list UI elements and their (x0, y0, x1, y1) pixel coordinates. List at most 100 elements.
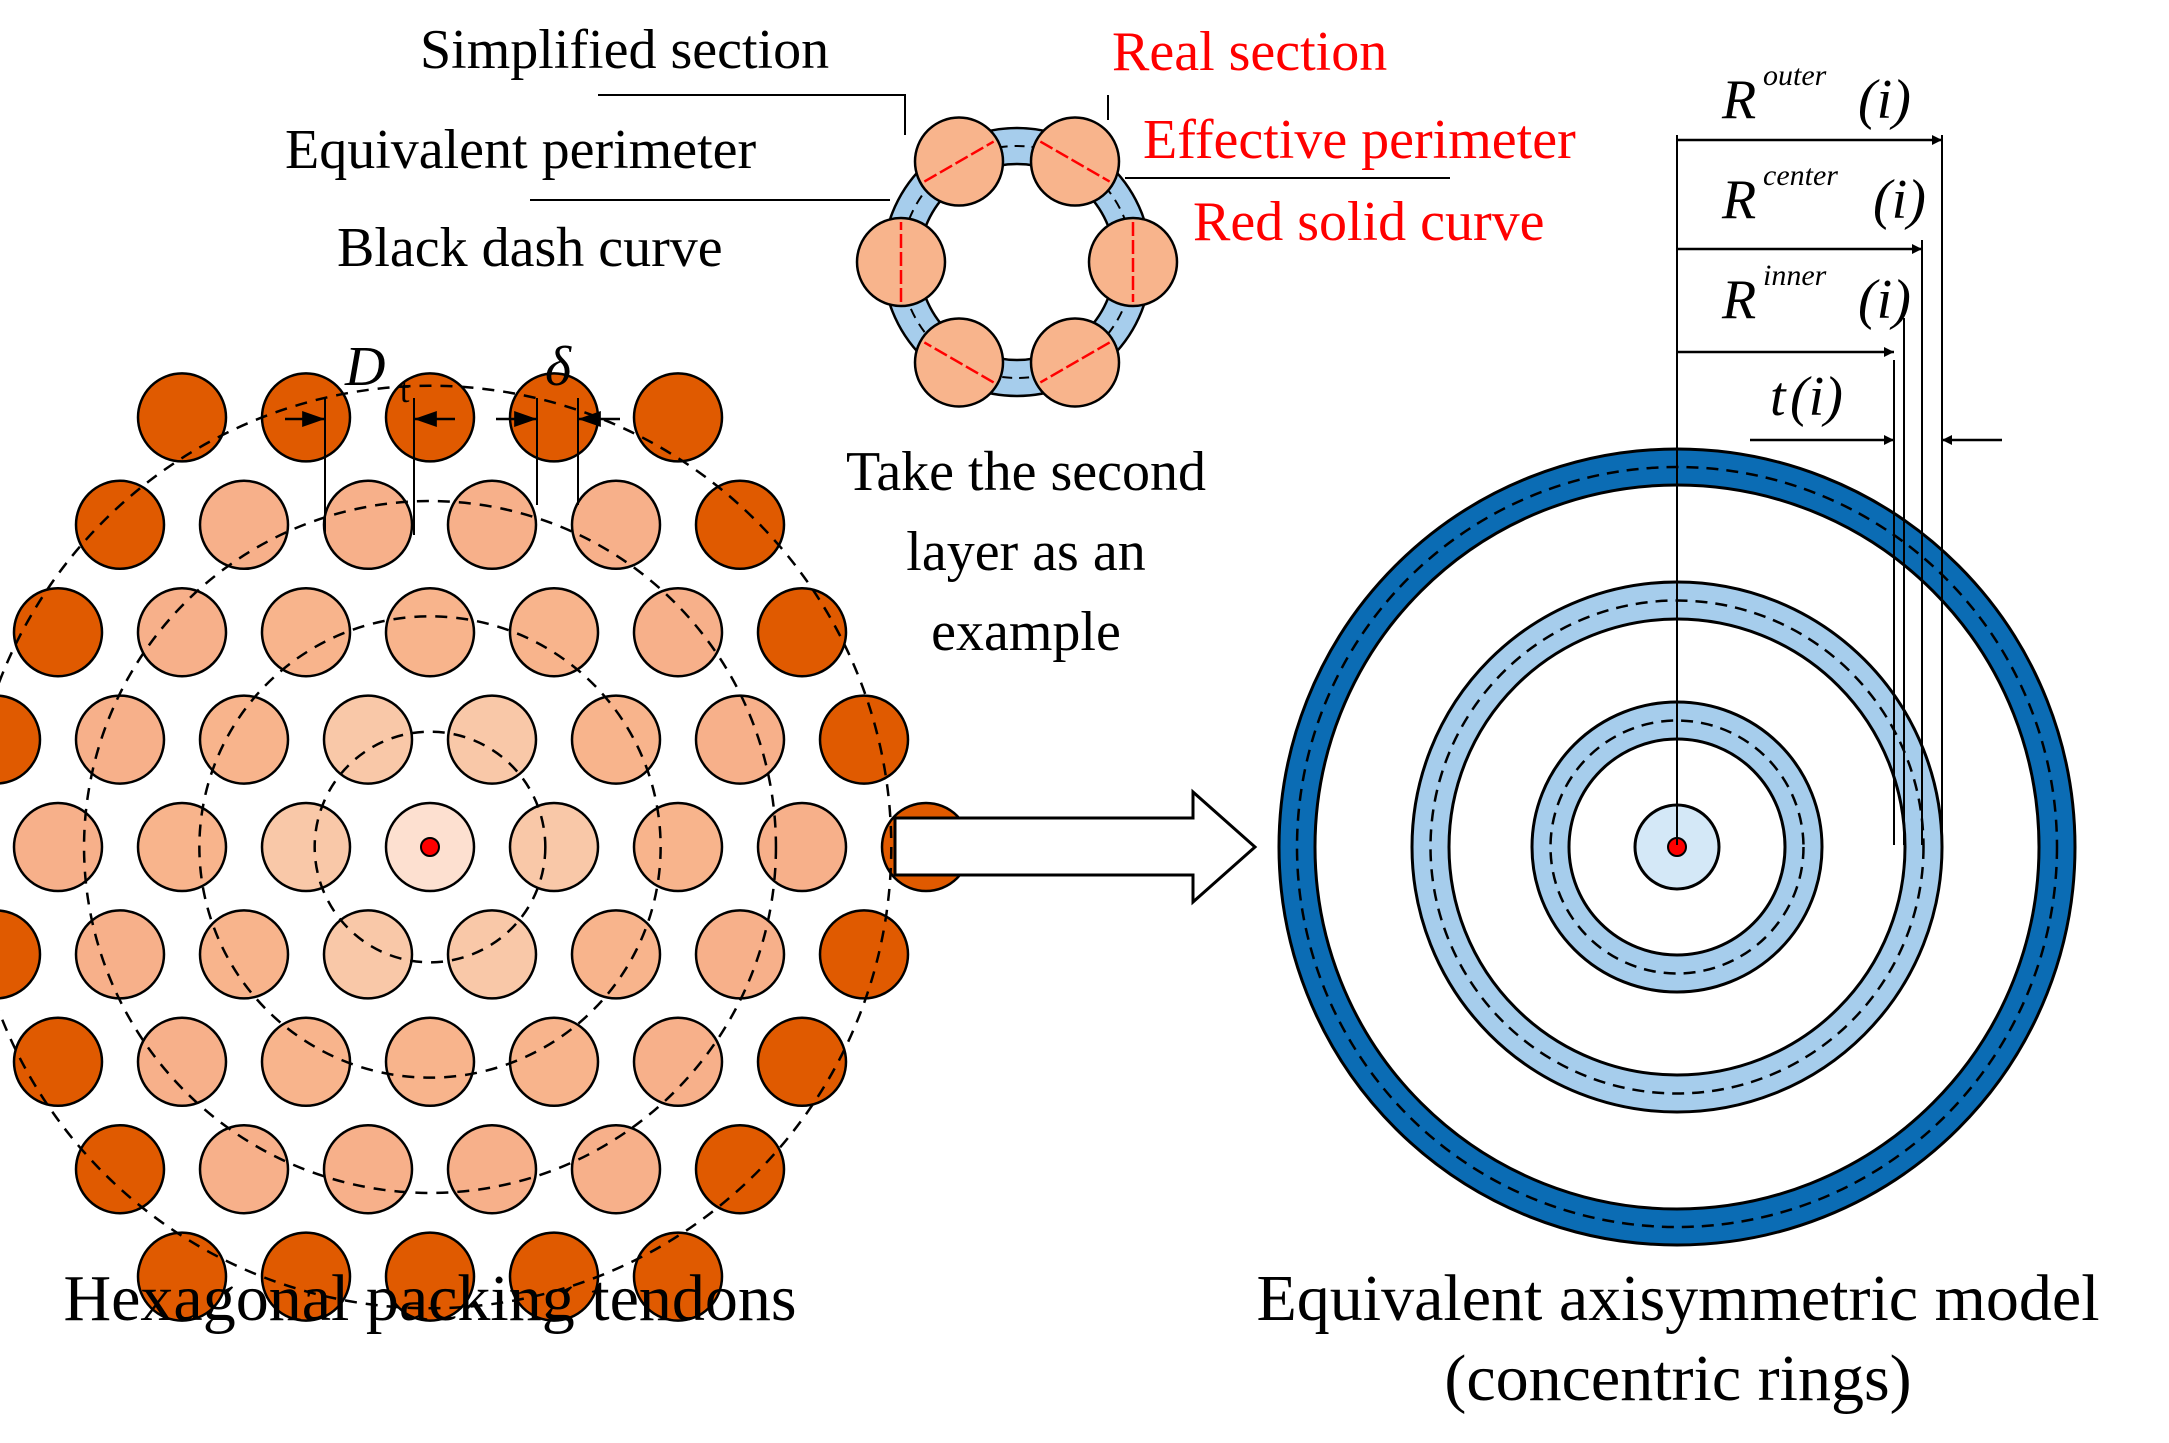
tendon-circle (260, 372, 352, 463)
example-red-curve (1039, 140, 1111, 183)
tendon-circle (136, 801, 228, 893)
tendon-circle (198, 909, 290, 1000)
layer-dash-circle (82, 499, 778, 1195)
tendon-circle (446, 1123, 538, 1215)
equivalent-perimeter-label: Equivalent perimeter (285, 119, 756, 181)
r-center-superscript: center (1763, 159, 1838, 192)
concentric-rings (1277, 447, 2077, 1247)
tendon-circle (74, 909, 166, 1000)
hexagonal-packing-group (0, 372, 972, 1322)
r-outer-symbol: R (1721, 69, 1756, 131)
ring-center-dash (1549, 719, 1805, 975)
leader-lines (530, 94, 1450, 201)
transform-arrow (893, 788, 1258, 906)
tendon-circle (0, 694, 42, 785)
tendon-circle (260, 586, 352, 678)
r-inner-index: (i) (1858, 269, 1911, 331)
tendon-circle (694, 694, 786, 785)
tendon-circle (570, 1123, 662, 1215)
tendon-circle (446, 909, 538, 1000)
example-layer (855, 116, 1179, 408)
effective-perimeter-label: Effective perimeter (1143, 109, 1576, 171)
take-line-3: example (931, 601, 1121, 663)
tendon-circle (694, 909, 786, 1000)
tendon-circle (384, 1231, 476, 1322)
tendon-circle (632, 586, 724, 678)
layer-dash-circle (0, 384, 893, 1310)
model-caption-line-2: (concentric rings) (1444, 1342, 1911, 1415)
layer-dash-circle (198, 615, 662, 1079)
tendon-circle (446, 694, 538, 785)
tendon-circle (322, 694, 414, 785)
tendon-circle (508, 586, 600, 678)
delta-symbol: δ (545, 336, 572, 398)
layer-dash-circle (313, 730, 547, 964)
tendon-circle (756, 801, 848, 893)
r-outer-index: (i) (1858, 69, 1911, 131)
tendon-circle (570, 479, 662, 571)
tendon-circle (12, 801, 104, 893)
tendon-circle (136, 586, 228, 678)
t-symbol: t (1770, 366, 1787, 428)
tendon-circle (632, 1016, 724, 1108)
tendon-circle (260, 801, 352, 893)
tendon-circle (756, 586, 848, 678)
tendon-circle (570, 694, 662, 785)
take-line-2: layer as an (906, 521, 1145, 583)
r-inner-symbol: R (1721, 269, 1756, 331)
take-line-1: Take the second (846, 441, 1206, 503)
tendon-circle (694, 479, 786, 571)
example-red-curve (923, 341, 995, 384)
example-red-curve (923, 140, 995, 183)
tendon-circle (136, 1231, 228, 1322)
simplified-section-label: Simplified section (420, 19, 829, 81)
tendon-circle (446, 479, 538, 571)
radius-dimensions (1676, 135, 2002, 845)
tendon-circle (136, 1016, 228, 1108)
hex-caption: Hexagonal packing tendons (63, 1262, 796, 1335)
tendon-circle (198, 1123, 290, 1215)
tendon-circle (632, 1231, 724, 1322)
t-label: t (i) (1770, 366, 1843, 428)
tendon-circle (756, 1016, 848, 1108)
tendon-circle (136, 372, 228, 463)
tendon-circle (384, 1016, 476, 1108)
r-center-symbol: R (1721, 169, 1756, 231)
center-point (420, 837, 440, 857)
tendon-circle (198, 479, 290, 571)
example-red-curve (1039, 341, 1111, 384)
tendon-circle (694, 1123, 786, 1215)
tendon-circle (322, 479, 414, 571)
model-caption-line-1: Equivalent axisymmetric model (1256, 1262, 2099, 1335)
tendon-circle (260, 1016, 352, 1108)
dt-symbol: D (344, 336, 385, 398)
tendon-circle (384, 586, 476, 678)
tendon-circle (260, 1231, 352, 1322)
tendon-circle (508, 1016, 600, 1108)
r-outer-label: R outer (i) (1721, 59, 1911, 131)
tendon-circle (12, 586, 104, 678)
tendon-circle (74, 479, 166, 571)
red-solid-curve-label: Red solid curve (1193, 191, 1544, 253)
tendon-circle (632, 801, 724, 893)
tendon-circle (198, 694, 290, 785)
black-dash-curve-label: Black dash curve (337, 217, 723, 279)
r-inner-label: R inner (i) (1721, 259, 1911, 331)
t-index: (i) (1790, 366, 1843, 428)
tendon-circle (12, 1016, 104, 1108)
tendon-circle (322, 909, 414, 1000)
tendon-circle (632, 372, 724, 463)
real-section-label: Real section (1112, 21, 1387, 83)
r-inner-superscript: inner (1763, 259, 1827, 292)
tendon-circle (818, 909, 910, 1000)
tendon-circle (74, 694, 166, 785)
r-outer-superscript: outer (1763, 59, 1827, 92)
dt-dimension: D t (285, 336, 455, 535)
tendon-circle (570, 909, 662, 1000)
r-center-label: R center (i) (1721, 159, 1926, 231)
tendon-circle (508, 801, 600, 893)
tendon-circle (74, 1123, 166, 1215)
delta-dimension: δ (496, 336, 620, 505)
dt-subscript: t (400, 373, 410, 410)
